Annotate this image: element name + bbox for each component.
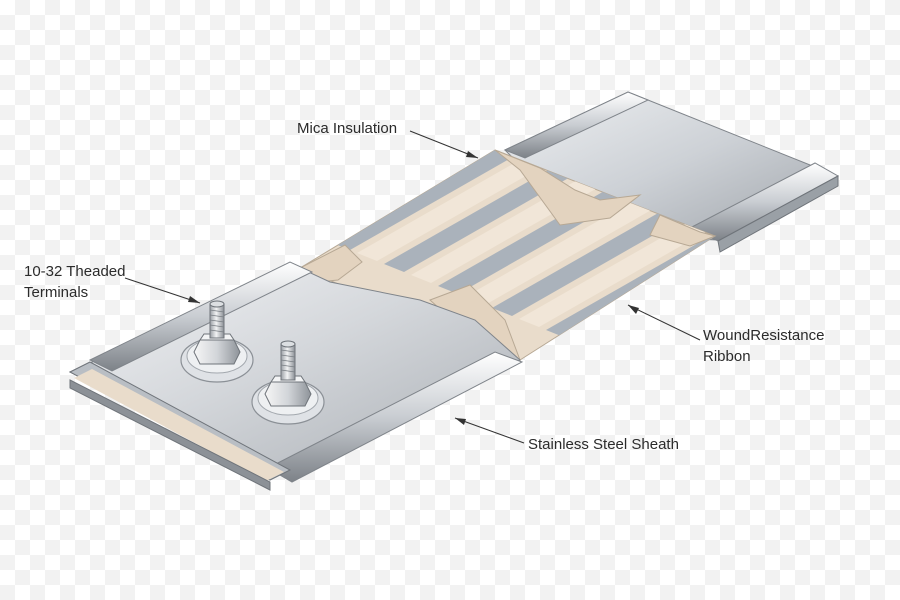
ribbon-text-line2: Ribbon [703, 348, 751, 365]
leader-terminals [124, 277, 201, 304]
leader-sheath [454, 417, 525, 444]
ribbon-text-line1: WoundResistance [703, 327, 825, 344]
threaded-terminal-front [251, 340, 325, 425]
terminals-text-line2: Terminals [24, 284, 89, 301]
leader-mica [409, 130, 479, 159]
mica-insulation-label: Mica Insulation [297, 118, 397, 139]
terminals-label: 10-32 Theaded Terminals [24, 261, 125, 303]
leader-ribbon [627, 304, 701, 341]
ribbon-label: WoundResistance Ribbon [703, 325, 824, 367]
mica-insulation-text: Mica Insulation [297, 120, 398, 137]
sheath-text: Stainless Steel Sheath [528, 436, 679, 453]
terminals-text-line1: 10-32 Theaded [24, 263, 126, 280]
threaded-terminal-back [180, 300, 254, 383]
sheath-label: Stainless Steel Sheath [528, 434, 679, 455]
